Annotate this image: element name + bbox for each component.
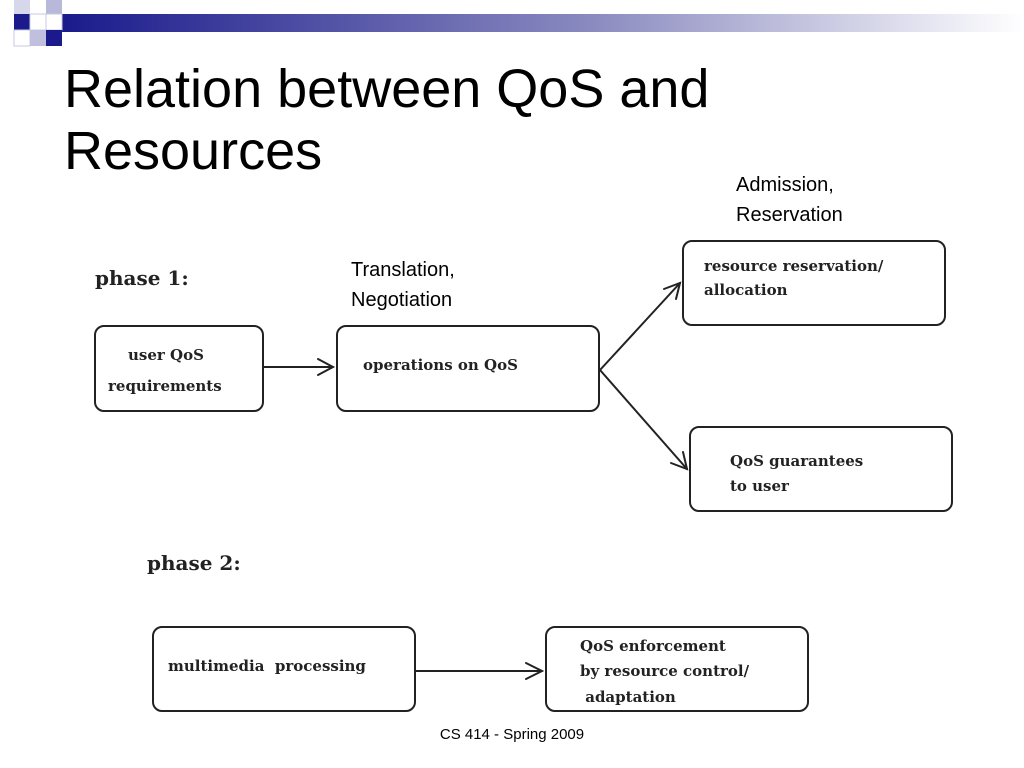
- multimedia-text: multimedia processing: [168, 657, 366, 675]
- slide-title: Relation between QoS and Resources: [64, 58, 964, 182]
- note-line: Translation,: [351, 259, 455, 281]
- header-square: [14, 14, 30, 30]
- header-square: [14, 0, 30, 14]
- translation-negotiation-note: Translation, Negotiation: [351, 255, 455, 315]
- reservation-box: [682, 240, 946, 326]
- enforcement-text: QoS enforcement: [580, 637, 726, 655]
- slide-title-line: Relation between QoS and: [64, 59, 710, 119]
- user-qos-text: requirements: [108, 377, 222, 395]
- operations-box: [336, 325, 600, 412]
- enforcement-text: by resource control/: [580, 662, 750, 680]
- operations-text: operations on QoS: [363, 356, 518, 374]
- header-square: [46, 0, 62, 14]
- guarantees-box: [689, 426, 953, 512]
- slide-title-line: Resources: [64, 121, 323, 181]
- header-square: [46, 30, 62, 46]
- note-line: Negotiation: [351, 289, 453, 311]
- phase2-label: phase 2:: [147, 551, 241, 575]
- admission-reservation-note: Admission, Reservation: [736, 170, 843, 230]
- enforcement-box: [545, 626, 809, 712]
- guarantees-text: QoS guarantees: [730, 452, 863, 470]
- arrow-multimedia-to-enforcement: [414, 662, 545, 680]
- slide-header-decoration: [13, 0, 1024, 47]
- arrow-operations-to-guarantees: [599, 369, 689, 471]
- arrow-user-to-operations: [262, 358, 336, 376]
- user-qos-text: user QoS: [128, 346, 204, 364]
- note-line: Admission,: [736, 174, 834, 196]
- multimedia-box: [152, 626, 416, 712]
- slide-footer: CS 414 - Spring 2009: [439, 726, 585, 743]
- header-gradient-bar: [60, 14, 1024, 32]
- reservation-text: resource reservation/: [704, 257, 884, 275]
- header-square: [30, 30, 46, 46]
- reservation-text: allocation: [704, 281, 788, 299]
- phase1-label: phase 1:: [95, 266, 189, 290]
- arrow-operations-to-reservation: [599, 281, 682, 371]
- enforcement-text: adaptation: [580, 688, 676, 706]
- guarantees-text: to user: [730, 477, 790, 495]
- note-line: Reservation: [736, 204, 843, 226]
- user-qos-box: [94, 325, 264, 412]
